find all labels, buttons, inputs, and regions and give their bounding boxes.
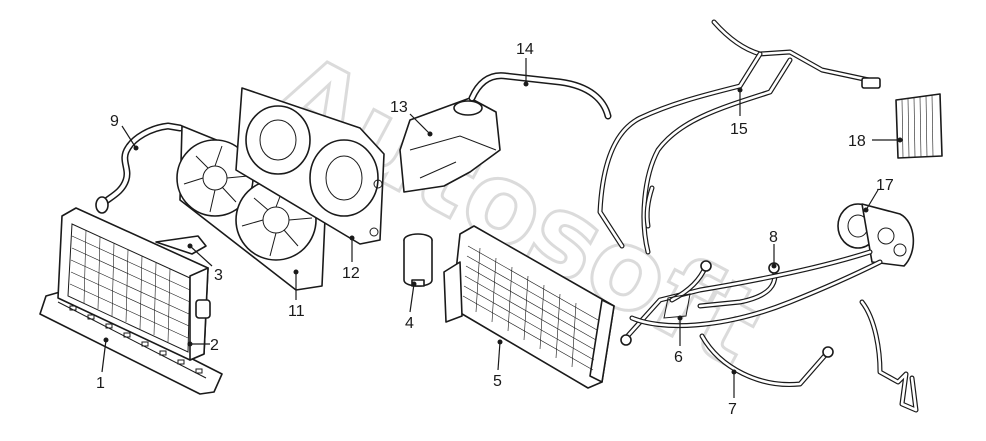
callout-3: 3: [214, 267, 223, 284]
callout-9: 9: [110, 113, 119, 130]
part-pipe-right: [859, 299, 919, 413]
callout-7: 7: [728, 401, 737, 418]
part-9-upper-hose[interactable]: [95, 122, 184, 214]
part-12-fan-shroud[interactable]: [235, 87, 385, 245]
part-5-condenser[interactable]: [443, 225, 615, 389]
callout-13: 13: [390, 99, 408, 116]
callout-15: 15: [730, 121, 748, 138]
part-13-expansion-tank[interactable]: [399, 97, 501, 193]
callout-18: 18: [848, 133, 866, 150]
callout-8: 8: [769, 229, 778, 246]
callout-5: 5: [493, 373, 502, 390]
part-7-lower-pipe[interactable]: [699, 333, 834, 388]
callout-1: 1: [96, 375, 105, 392]
part-4-receiver-drier[interactable]: [403, 233, 433, 287]
callout-12: 12: [342, 265, 360, 282]
leader-lines: [101, 58, 903, 398]
part-15-ac-pipes[interactable]: [597, 19, 881, 255]
callout-11: 11: [288, 303, 305, 320]
part-2-radiator[interactable]: [57, 207, 211, 361]
callout-4: 4: [405, 315, 414, 332]
part-6-hose-assembly[interactable]: [620, 249, 883, 346]
part-18-cabin-filter[interactable]: [895, 93, 943, 159]
callout-labels: 1 2 3 4 5 6 7 8 9 11 12 13 14 15 17 18: [96, 41, 894, 418]
callout-6: 6: [674, 349, 683, 366]
callout-14: 14: [516, 41, 534, 58]
callout-17: 17: [876, 177, 894, 194]
callout-2: 2: [210, 337, 219, 354]
part-17-compressor[interactable]: [837, 203, 915, 267]
part-14-hose[interactable]: [468, 72, 612, 120]
